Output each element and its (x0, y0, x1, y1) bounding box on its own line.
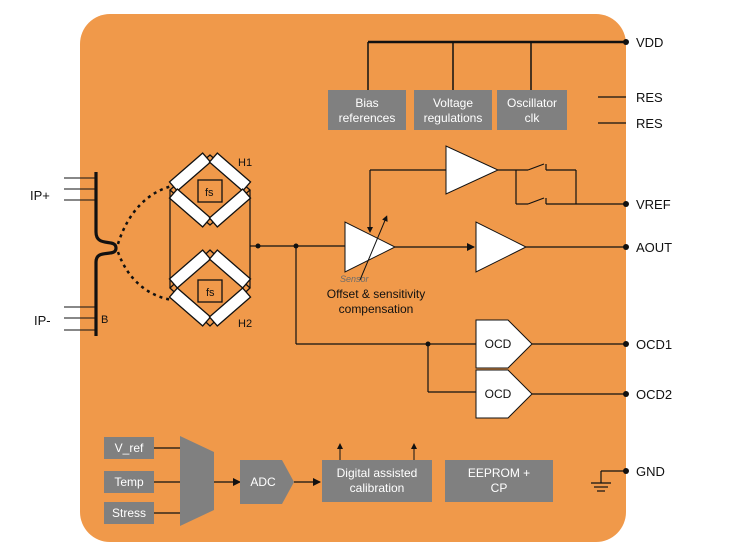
svg-text:clk: clk (525, 111, 541, 125)
current-conductor (64, 172, 118, 336)
compensation-amplifier (344, 221, 397, 273)
conductor-b-label: B (101, 314, 108, 326)
digital-calibration-block: Digital assisted calibration (322, 460, 432, 502)
vref-switches (498, 163, 626, 205)
bridge-wiring (169, 190, 476, 345)
vdd-bus (367, 40, 626, 90)
bias-references-block: Bias references (328, 90, 406, 130)
compensation-label-line1: Offset & sensitivity (327, 287, 425, 301)
svg-text:Voltage: Voltage (433, 96, 473, 110)
hall-h1-label: H1 (238, 157, 252, 169)
bridge-node-2 (293, 243, 299, 249)
calibration-output-arrows (337, 443, 417, 460)
svg-text:OCD: OCD (485, 387, 512, 401)
mux-wiring (154, 447, 180, 514)
svg-text:Oscillator: Oscillator (507, 96, 557, 110)
ocd2-pin-label: OCD2 (636, 387, 672, 402)
vref-pin-label: VREF (636, 197, 671, 212)
vdd-pin-dot (623, 39, 629, 45)
svg-text:OCD: OCD (485, 337, 512, 351)
gnd-pin-dot (623, 468, 629, 474)
svg-text:regulations: regulations (424, 111, 483, 125)
hall-element-h1 (168, 152, 252, 228)
svg-text:Digital assisted: Digital assisted (337, 466, 418, 480)
compensation-adjust-arrow (359, 215, 388, 281)
ocd-wiring (427, 343, 626, 395)
hall-h2-label: H2 (238, 318, 252, 330)
svg-text:calibration: calibration (350, 481, 405, 495)
bridge-node (255, 243, 261, 249)
compensation-label-line2: compensation (339, 302, 414, 316)
svg-text:EEPROM +: EEPROM + (468, 466, 530, 480)
v-ref-input-block: V_ref (104, 437, 154, 459)
svg-text:Bias: Bias (355, 96, 378, 110)
feedback-wiring (367, 169, 446, 233)
svg-text:CP: CP (491, 481, 508, 495)
vref-pin-dot (623, 201, 629, 207)
hall-element-h2 (168, 249, 252, 327)
vdd-pin-label: VDD (636, 35, 663, 50)
svg-text:ADC: ADC (250, 475, 276, 489)
svg-text:Temp: Temp (114, 475, 144, 489)
reference-buffer-amplifier (445, 145, 500, 195)
amp-sensor-label: Sensor (340, 274, 370, 284)
adc-block: ADC (240, 460, 294, 504)
output-amplifier (475, 221, 528, 273)
ocd1-pin-label: OCD1 (636, 337, 672, 352)
svg-text:V_ref: V_ref (115, 441, 144, 455)
ocd1-comparator: OCD (475, 319, 533, 369)
ocd-node (425, 341, 431, 347)
aout-pin-dot (623, 244, 629, 250)
ocd1-pin-dot (623, 341, 629, 347)
svg-text:references: references (339, 111, 396, 125)
res2-pin-label: RES (636, 116, 663, 131)
stress-input-block: Stress (104, 502, 154, 524)
input-multiplexer (180, 436, 214, 526)
ip-minus-label: IP- (34, 313, 51, 328)
hall-h1-fs: fs (205, 187, 214, 199)
svg-text:Stress: Stress (112, 506, 146, 520)
oscillator-clk-block: Oscillator clk (497, 90, 567, 130)
magnetic-field-lines (116, 184, 173, 302)
voltage-regulations-block: Voltage regulations (414, 90, 492, 130)
eeprom-cp-block: EEPROM + CP (445, 460, 553, 502)
res1-pin-label: RES (636, 90, 663, 105)
ocd2-pin-dot (623, 391, 629, 397)
aout-pin-label: AOUT (636, 240, 672, 255)
ip-plus-label: IP+ (30, 188, 50, 203)
ground-symbol (591, 470, 626, 492)
temp-input-block: Temp (104, 471, 154, 493)
gnd-pin-label: GND (636, 464, 665, 479)
hall-h2-fs: fs (206, 287, 215, 299)
ocd2-comparator: OCD (475, 369, 533, 419)
